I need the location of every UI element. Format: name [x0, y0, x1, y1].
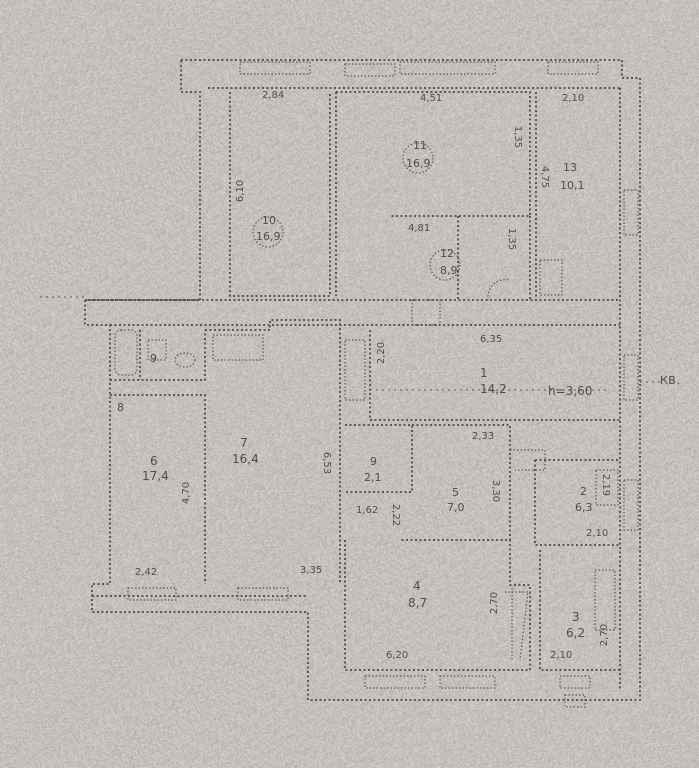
outer-wall-top: [84, 59, 641, 701]
window-1: [239, 61, 311, 75]
dim-room6-side: 4,70: [181, 481, 193, 505]
wall-room4: [344, 540, 531, 671]
dim-room5-top: 2,33: [472, 431, 495, 442]
room9-area: 2,1: [364, 471, 382, 484]
bathtub: [114, 329, 138, 376]
dim-room5-side: 3,30: [490, 479, 502, 503]
window-11: [439, 675, 496, 689]
dim-room9-side: 2,22: [390, 503, 402, 527]
window-8: [127, 587, 177, 601]
room13-number: 13: [563, 161, 577, 174]
wall-room9: [345, 424, 413, 493]
ceiling-height: h=3,60: [548, 384, 593, 398]
room10-number: 10: [262, 214, 276, 227]
dim-room9-left: 1,62: [356, 505, 379, 516]
room2-area: 6,3: [575, 501, 593, 514]
dim-room2-bottom: 2,10: [586, 528, 609, 539]
room3-number: 3: [572, 610, 580, 624]
room13-area: 10,1: [560, 179, 585, 192]
dim-corridor-width: 6,35: [480, 334, 503, 345]
window-12: [559, 675, 591, 689]
wall-room6: [110, 394, 206, 584]
wall-room1: [369, 330, 620, 421]
sink: [174, 352, 196, 368]
room12-area: 8,9: [440, 264, 458, 277]
dim-hall-bottom: 3,35: [300, 565, 323, 576]
stair-rail-1: [344, 339, 366, 401]
window-3: [399, 61, 496, 75]
room10-area: 16,9: [256, 230, 281, 243]
wall-room11: [336, 91, 531, 217]
room9-bath-number: 9: [150, 352, 157, 365]
room5-area: 7,0: [447, 501, 465, 514]
window-10: [364, 675, 426, 689]
stove: [212, 334, 264, 361]
window-5: [623, 189, 639, 236]
window-4: [547, 61, 599, 75]
dim-room11-side: 1,35: [512, 125, 524, 149]
room6-area: 17,4: [142, 469, 169, 483]
dim-room7-side: 6,53: [321, 451, 333, 475]
fixture-room2: [595, 469, 619, 506]
window-6: [623, 354, 639, 401]
window-2: [344, 63, 396, 77]
dim-hall-left: 2,42: [135, 567, 158, 578]
room12-number: 12: [440, 247, 454, 260]
wall-room10: [229, 92, 331, 297]
dim-room4-bottom: 6,20: [386, 650, 409, 661]
dim-room8-side: 2,20: [376, 341, 388, 365]
apartment-marker: КВ.: [660, 374, 681, 387]
door-arc-2: [510, 449, 546, 471]
dim-top-left: 2,84: [262, 90, 285, 101]
marker-room12: [429, 249, 461, 281]
wall-room2: [534, 459, 620, 546]
window-13: [564, 694, 586, 708]
dim-room3-bottom: 2,10: [550, 650, 573, 661]
dim-room11-inner: 4,81: [408, 223, 431, 234]
fixture-room3: [594, 569, 616, 631]
door-room4: [505, 591, 529, 661]
room7-number: 7: [240, 436, 248, 450]
toilet-room8: [147, 339, 167, 361]
room1-number: 1: [480, 366, 488, 380]
wall-bath: [110, 330, 206, 381]
room4-number: 4: [413, 579, 421, 593]
room11-number: 11: [413, 139, 427, 152]
window-7: [623, 479, 639, 531]
marker-room10: [252, 216, 284, 248]
dim-room3-side: 2,70: [599, 623, 611, 647]
room3-area: 6,2: [566, 626, 586, 640]
room6-number: 6: [150, 454, 158, 468]
room2-number: 2: [580, 485, 587, 498]
dim-room2-side: 2,19: [600, 473, 612, 497]
dim-room12-side: 1,35: [506, 227, 518, 251]
door-arc-1: [487, 278, 511, 301]
room1-area: 14,2: [480, 382, 507, 396]
marker-room11: [402, 142, 434, 174]
dim-top-right: 2,10: [562, 93, 585, 104]
room5-number: 5: [452, 486, 459, 499]
room9-number: 9: [370, 455, 377, 468]
window-9: [237, 587, 289, 601]
dim-room10-height: 6,10: [235, 179, 247, 203]
fixture-room12: [539, 259, 563, 296]
room7-area: 16,4: [232, 452, 259, 466]
room11-area: 16,9: [406, 157, 431, 170]
room8-label: 8: [117, 401, 124, 414]
dim-room4-side: 2,70: [489, 591, 501, 615]
stair-rail-2: [411, 299, 441, 326]
dim-top-mid: 4,51: [420, 93, 443, 104]
room4-area: 8,7: [408, 596, 428, 610]
dim-room13-height: 4,75: [539, 165, 551, 189]
